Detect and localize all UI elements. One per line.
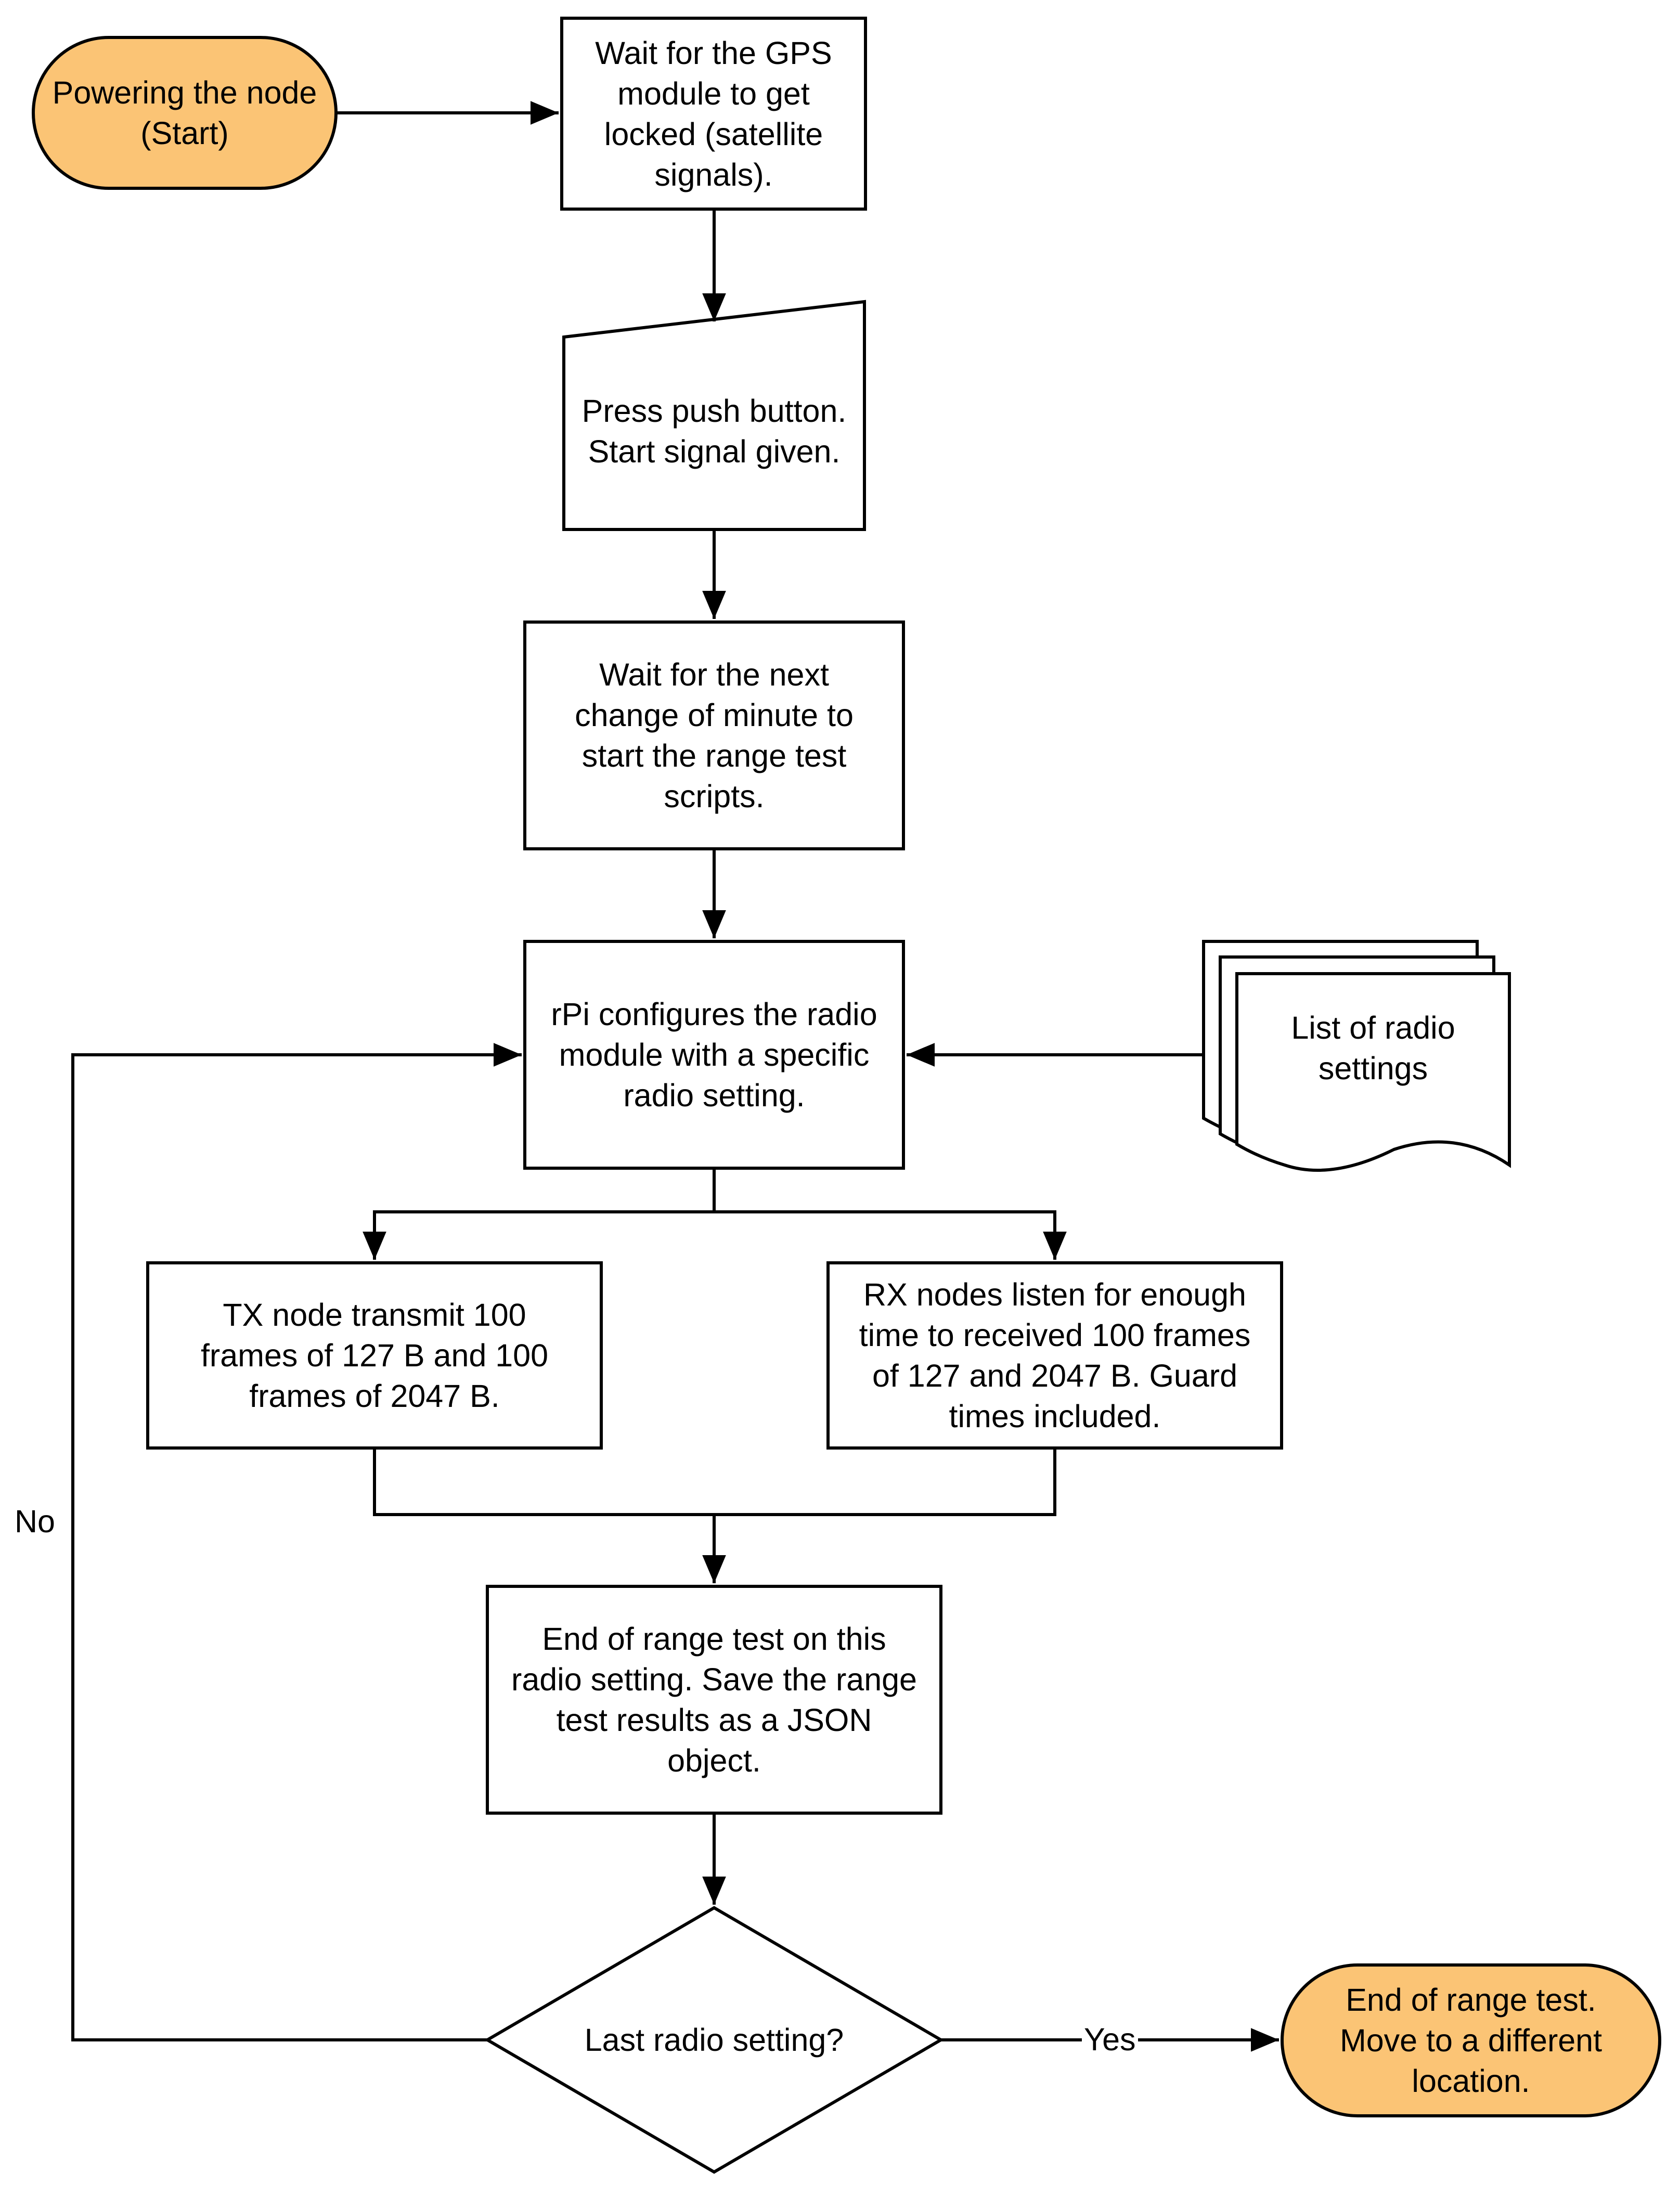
decision-shape [484, 1906, 944, 2174]
wait-gps-label: Wait for the GPS module to get locked (s… [595, 35, 832, 192]
configure-label: rPi configures the radio module with a s… [551, 997, 877, 1113]
wait-gps-process-shape [560, 17, 867, 211]
tx-label: TX node transmit 100 frames of 127 B and… [200, 1297, 549, 1414]
wait-minute-label: Wait for the next change of minute to st… [575, 657, 854, 814]
save-results-process-shape [486, 1585, 942, 1815]
decision-label: Last radio setting? [584, 2022, 844, 2058]
start-terminal-label: Powering the node (Start) [52, 75, 317, 151]
connector-tx-rx-merge [373, 1448, 1056, 1516]
radio-settings-list-label: List of radio settings [1291, 1010, 1455, 1086]
no-edge-label: No [12, 1503, 57, 1540]
wait-minute-process-shape [523, 620, 905, 850]
tx-process-shape [146, 1261, 603, 1450]
radio-settings-documents-shape [1202, 940, 1511, 1172]
rx-process-shape [826, 1261, 1283, 1450]
configure-process-shape [523, 940, 905, 1170]
end-terminal-shape [1281, 1963, 1661, 2117]
push-button-label: Press push button. Start signal given. [581, 393, 847, 469]
rx-label: RX nodes listen for enough time to recei… [859, 1277, 1251, 1434]
connector-configure-to-rx [714, 1210, 1067, 1260]
connector-decision-no-loop [71, 1043, 522, 2041]
connector-configure-split [363, 1168, 716, 1260]
save-results-label: End of range test on this radio setting.… [511, 1621, 917, 1778]
yes-edge-label: Yes [1082, 2021, 1138, 2058]
end-terminal-label: End of range test. Move to a different l… [1339, 1982, 1603, 2099]
push-button-input-shape [562, 300, 866, 531]
